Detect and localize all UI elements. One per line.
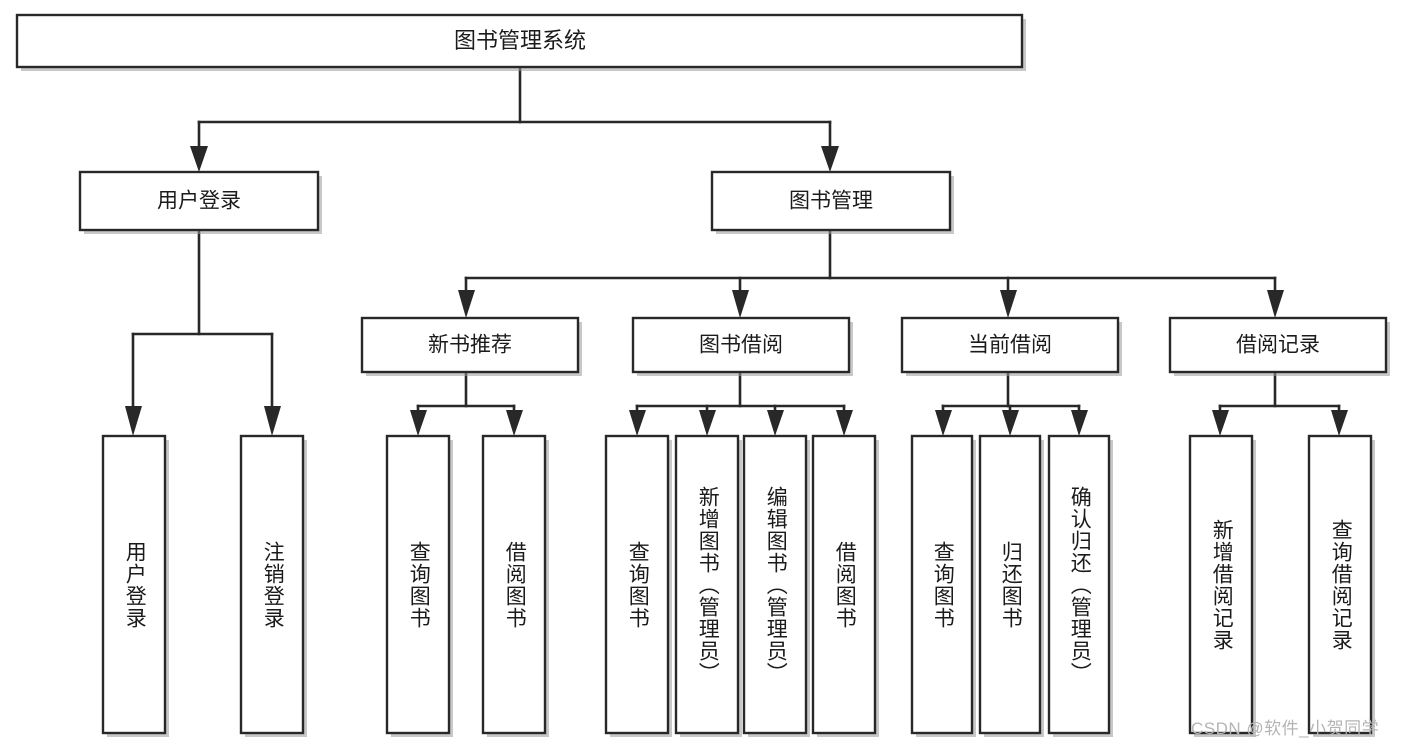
leaf-book-borrow-3[interactable] xyxy=(742,434,810,737)
arrow-new-book-leaf-1 xyxy=(410,410,427,436)
leaf-user-login-1[interactable] xyxy=(101,434,169,737)
arrow-current-leaf-3 xyxy=(1071,410,1088,436)
nodes-layer: 图书管理系统 用户登录 图书管理 新书推荐 xyxy=(15,13,1390,737)
node-user-login[interactable]: 用户登录 xyxy=(78,170,322,234)
leaf-new-book-1[interactable] xyxy=(385,434,453,737)
node-book-borrow-label: 图书借阅 xyxy=(699,334,783,357)
node-current-borrow[interactable]: 当前借阅 xyxy=(900,316,1122,376)
leaf-book-borrow-4[interactable] xyxy=(811,434,879,737)
node-user-login-label: 用户登录 xyxy=(157,190,241,213)
arrow-current-leaf-2 xyxy=(1002,410,1019,436)
leaf-current-borrow-3[interactable] xyxy=(1047,434,1113,737)
leaf-book-borrow-1[interactable] xyxy=(604,434,672,737)
node-book-management-label: 图书管理 xyxy=(789,190,873,213)
leaf-current-borrow-2[interactable] xyxy=(978,434,1044,737)
leaf-borrow-record-2[interactable] xyxy=(1307,434,1375,737)
node-borrow-record[interactable]: 借阅记录 xyxy=(1168,316,1390,376)
node-root-label: 图书管理系统 xyxy=(454,28,586,53)
leaf-borrow-record-1[interactable] xyxy=(1188,434,1256,737)
arrow-user-login-leaf-2 xyxy=(264,406,281,436)
csdn-watermark: CSDN @软件_小贺同学 xyxy=(1191,719,1380,738)
arrow-borrow-leaf-2 xyxy=(699,410,716,436)
leaf-book-borrow-2[interactable] xyxy=(674,434,742,737)
arrow-root-to-user-login xyxy=(190,146,208,172)
leaf-new-book-2[interactable] xyxy=(481,434,549,737)
arrow-borrow-leaf-1 xyxy=(629,410,646,436)
arrow-book-mgmt-to-borrow xyxy=(732,290,749,318)
arrow-user-login-leaf-1 xyxy=(125,406,142,436)
arrow-book-mgmt-to-record xyxy=(1267,290,1284,318)
node-current-borrow-label: 当前借阅 xyxy=(968,334,1052,357)
arrow-borrow-leaf-3 xyxy=(767,410,784,436)
node-book-management[interactable]: 图书管理 xyxy=(710,170,954,234)
node-new-book-recommend[interactable]: 新书推荐 xyxy=(360,316,582,376)
arrow-record-leaf-1 xyxy=(1212,410,1229,436)
arrow-book-mgmt-to-new-book xyxy=(458,290,475,318)
arrow-root-to-book-mgmt xyxy=(821,146,839,172)
leaf-user-login-2[interactable] xyxy=(239,434,307,737)
arrow-borrow-leaf-4 xyxy=(836,410,853,436)
node-root[interactable]: 图书管理系统 xyxy=(15,13,1026,71)
arrow-record-leaf-2 xyxy=(1331,410,1348,436)
edges-layer xyxy=(125,67,1348,436)
arrow-new-book-leaf-2 xyxy=(506,410,523,436)
arrow-current-leaf-1 xyxy=(935,410,952,436)
node-book-borrow[interactable]: 图书借阅 xyxy=(631,316,853,376)
node-new-book-recommend-label: 新书推荐 xyxy=(428,334,512,357)
node-borrow-record-label: 借阅记录 xyxy=(1236,334,1320,357)
arrow-book-mgmt-to-current xyxy=(1000,290,1017,318)
leaf-current-borrow-1[interactable] xyxy=(910,434,976,737)
